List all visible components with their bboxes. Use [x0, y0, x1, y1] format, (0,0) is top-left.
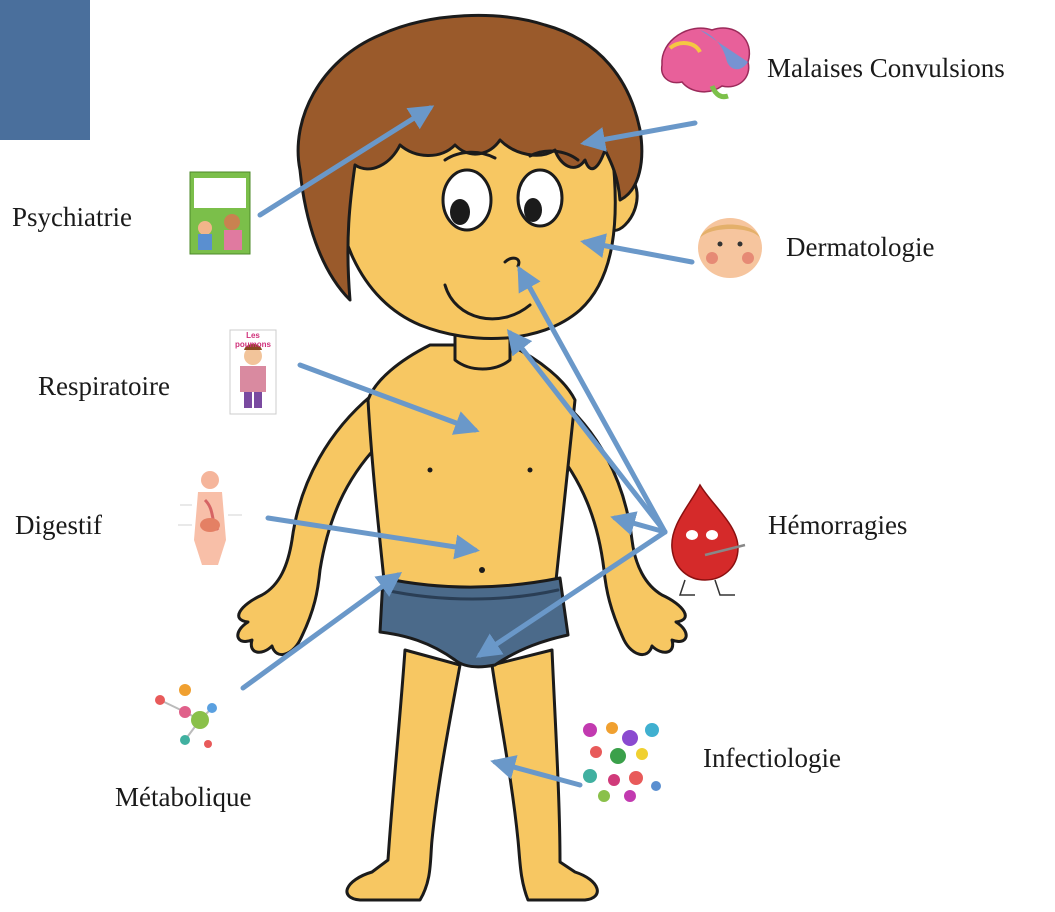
blood-drop-icon — [672, 485, 745, 595]
left-leg — [347, 650, 460, 900]
torso — [368, 345, 575, 590]
label-digestif: Digestif — [15, 510, 102, 541]
lungs-card-title: Les poumons — [231, 331, 275, 349]
molecule-icon — [155, 684, 217, 748]
right-eye — [518, 170, 562, 226]
label-dermatologie: Dermatologie — [786, 232, 934, 263]
label-metabolique: Métabolique — [115, 782, 251, 813]
digestive-system-icon — [178, 471, 242, 565]
label-respiratoire: Respiratoire — [38, 371, 170, 402]
label-malaises: Malaises Convulsions — [767, 53, 1005, 84]
label-hemorragies: Hémorragies — [768, 510, 907, 541]
label-psychiatrie: Psychiatrie — [12, 202, 132, 233]
dermatology-face-icon — [698, 218, 762, 278]
label-infectiologie: Infectiologie — [703, 743, 841, 774]
child-figure — [238, 15, 686, 900]
psychiatry-book-icon — [190, 172, 250, 254]
germs-icon — [583, 722, 661, 802]
brain-icon — [662, 28, 750, 97]
